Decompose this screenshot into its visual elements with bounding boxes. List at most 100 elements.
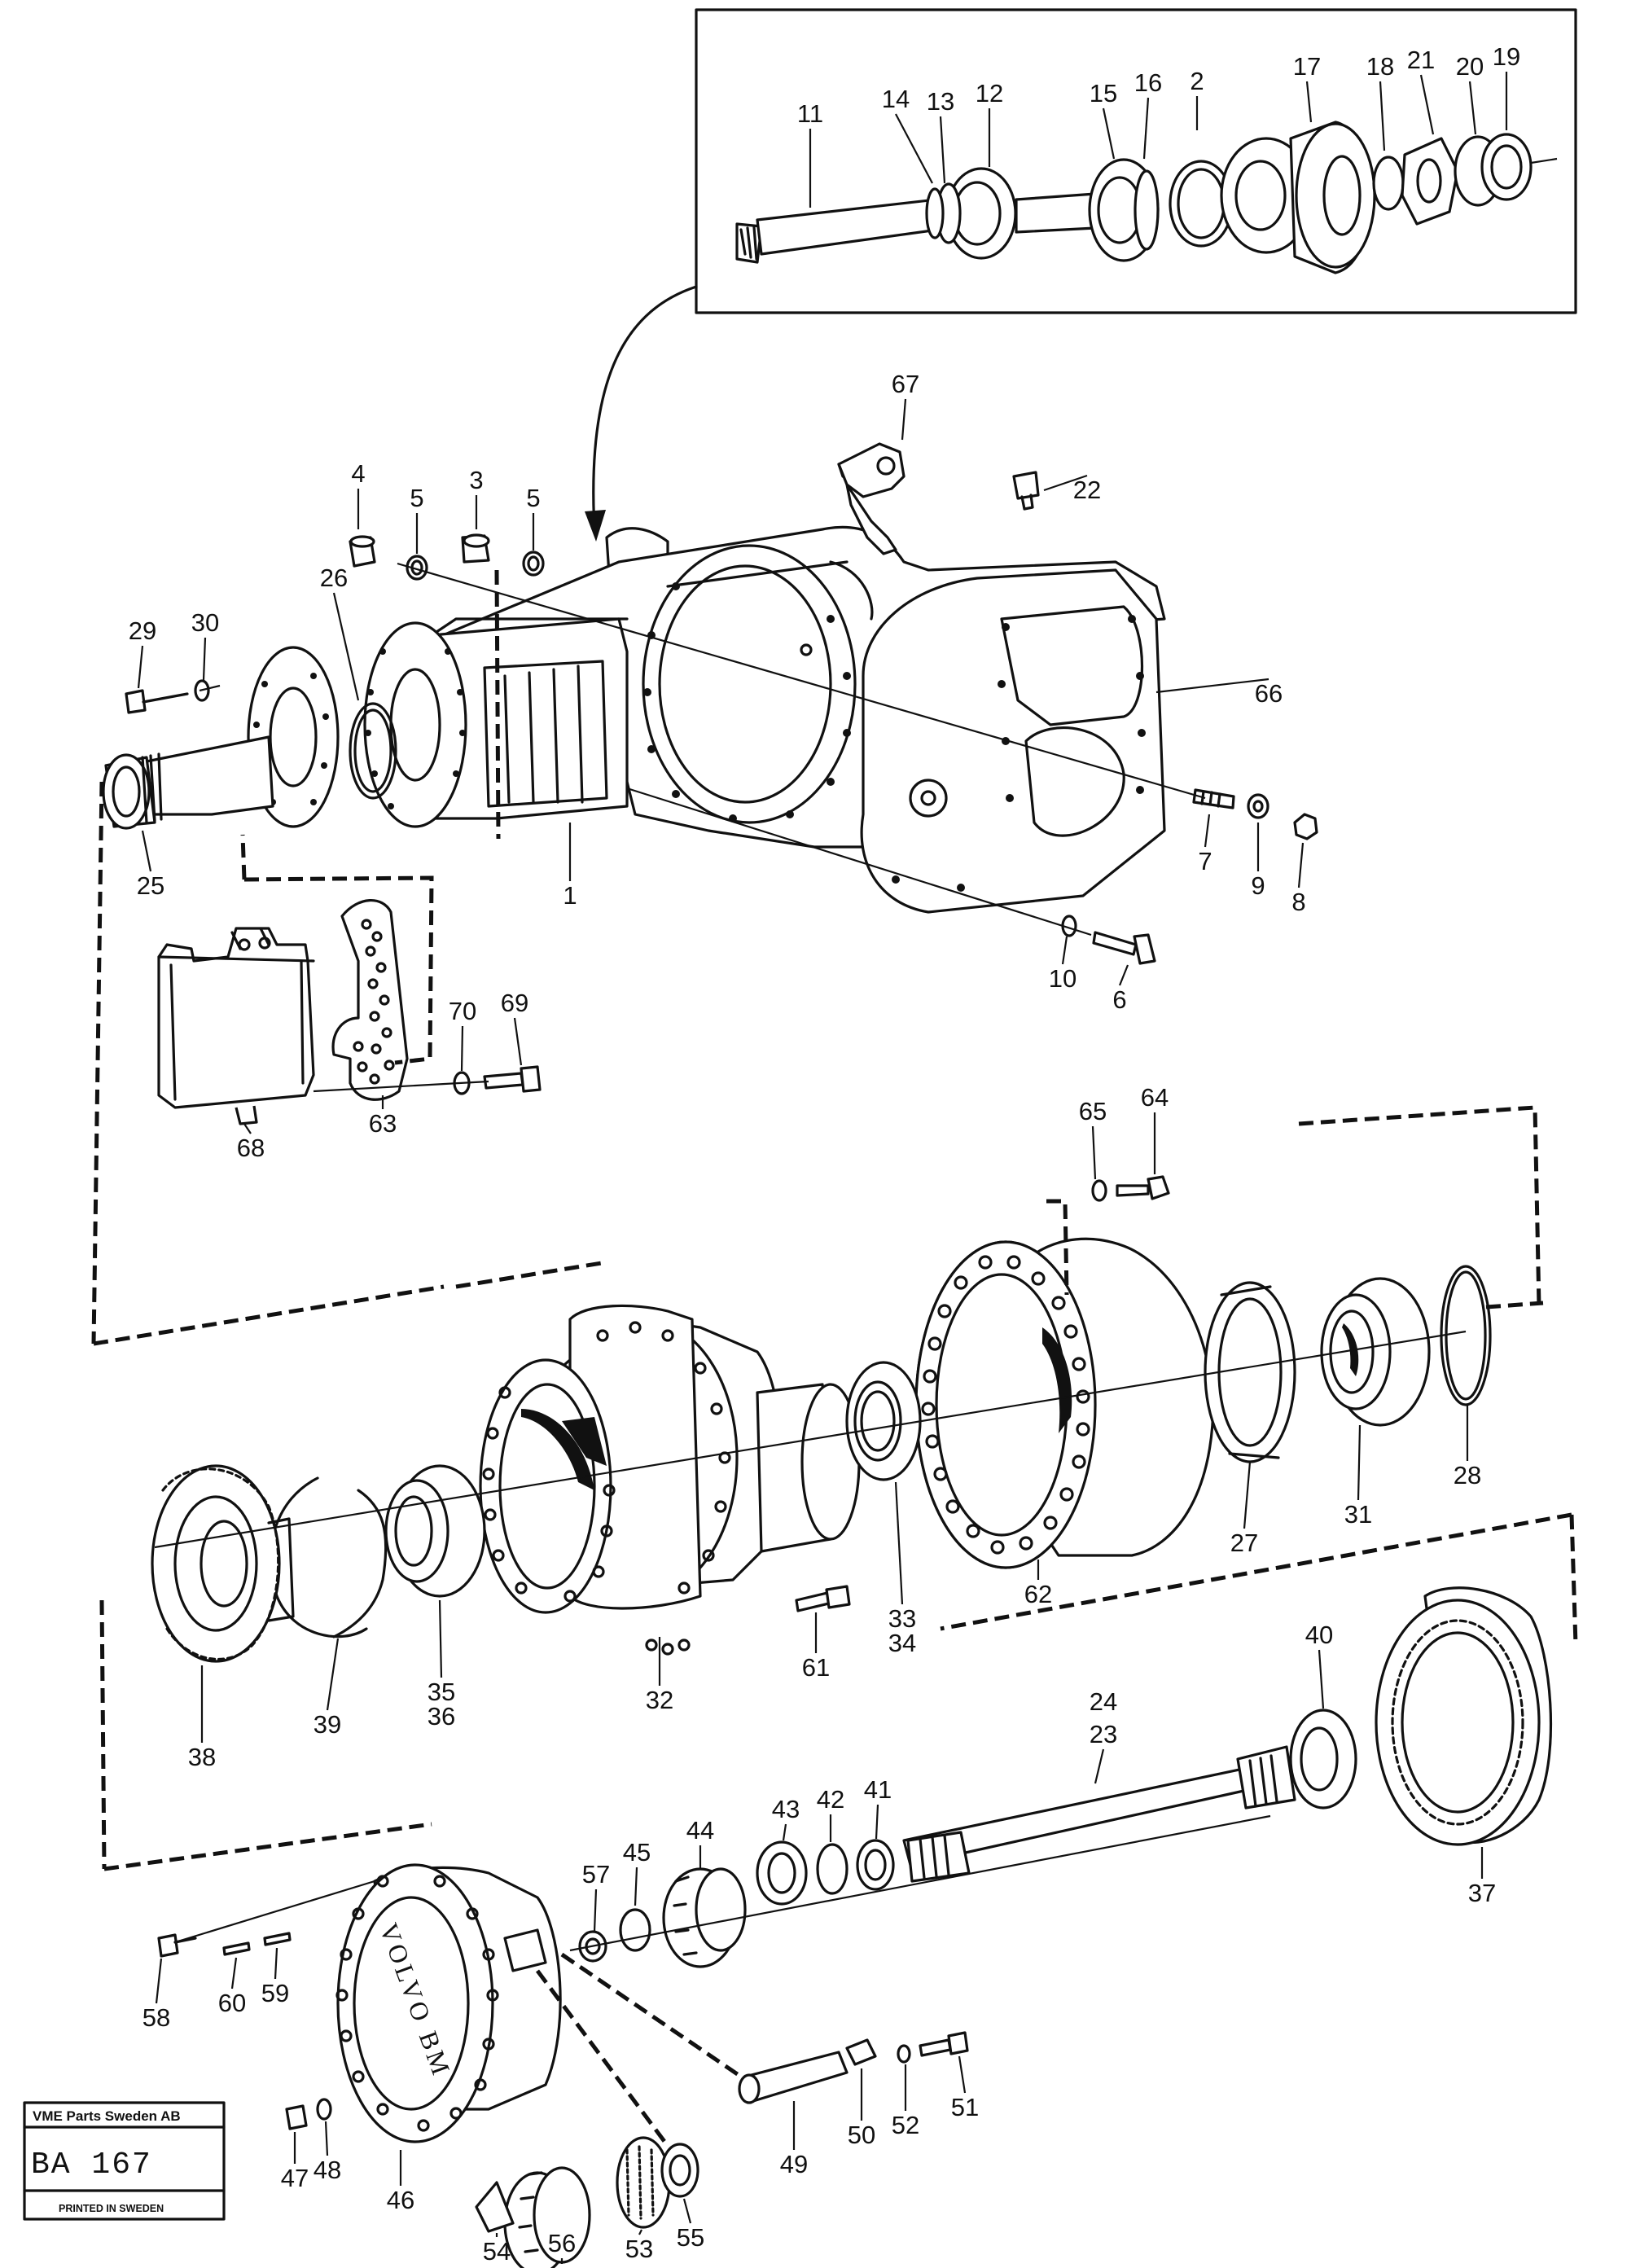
part-label-7: 7 — [1198, 847, 1212, 875]
leader-line-20 — [1468, 81, 1477, 135]
part-label-21: 21 — [1407, 46, 1435, 74]
part-label-5: 5 — [526, 484, 540, 512]
drive-shaft-and-ring-gear — [569, 1586, 1553, 1968]
part-label-2: 2 — [1190, 67, 1204, 95]
part-label-10: 10 — [1049, 964, 1077, 993]
leader-line-43 — [782, 1823, 787, 1841]
leader-line-15 — [1102, 107, 1116, 160]
part-label-29: 29 — [129, 616, 156, 645]
leader-line-66 — [1155, 678, 1269, 694]
leader-line-7 — [1204, 814, 1211, 848]
part-label-59: 59 — [261, 1979, 289, 2007]
part-label-44: 44 — [686, 1816, 714, 1845]
assembly-dash-lines — [91, 569, 1578, 2147]
part-label-27: 27 — [1230, 1529, 1258, 1557]
part-label-5: 5 — [410, 484, 423, 512]
part-label-54: 54 — [483, 2237, 511, 2266]
leader-line-53 — [638, 2229, 642, 2235]
part-label-65: 65 — [1079, 1097, 1107, 1125]
leader-line-35 — [438, 1599, 443, 1678]
leader-line-58 — [155, 1958, 163, 2004]
leader-line-21 — [1419, 74, 1435, 135]
part-label-35: 35 — [428, 1678, 455, 1706]
part-label-25: 25 — [137, 871, 164, 900]
part-label-4: 4 — [351, 459, 365, 488]
leader-line-65 — [1091, 1125, 1097, 1180]
part-label-30: 30 — [191, 608, 219, 637]
brake-bracket — [157, 899, 542, 1125]
part-label-34: 34 — [888, 1629, 916, 1657]
leader-line-16 — [1142, 97, 1150, 160]
leader-line-30 — [202, 637, 207, 681]
part-label-41: 41 — [864, 1775, 892, 1804]
part-label-18: 18 — [1366, 52, 1394, 81]
leader-line-57 — [593, 1889, 598, 1932]
part-label-60: 60 — [218, 1989, 246, 2017]
leader-line-6 — [1118, 964, 1129, 986]
part-label-9: 9 — [1251, 871, 1265, 900]
part-label-57: 57 — [582, 1860, 610, 1889]
leader-line-68 — [243, 1123, 252, 1134]
printed-in: PRINTED IN SWEDEN — [59, 2203, 164, 2214]
leader-line-60 — [230, 1957, 238, 1989]
part-label-39: 39 — [314, 1710, 341, 1739]
part-label-16: 16 — [1134, 68, 1162, 97]
part-label-37: 37 — [1468, 1879, 1496, 1907]
part-label-13: 13 — [927, 87, 954, 116]
part-label-36: 36 — [428, 1702, 455, 1731]
leader-line-69 — [513, 1017, 523, 1066]
part-label-70: 70 — [449, 997, 476, 1025]
part-label-6: 6 — [1112, 985, 1126, 1014]
part-label-11: 11 — [797, 99, 823, 128]
part-label-45: 45 — [623, 1838, 651, 1867]
part-label-43: 43 — [772, 1795, 800, 1823]
part-label-58: 58 — [143, 2003, 170, 2032]
part-label-49: 49 — [780, 2150, 808, 2178]
part-label-53: 53 — [625, 2235, 653, 2263]
part-label-12: 12 — [976, 79, 1003, 107]
inset-detail — [585, 8, 1577, 542]
leader-line-17 — [1305, 81, 1313, 123]
leader-line-48 — [324, 2121, 329, 2156]
part-label-1: 1 — [563, 881, 577, 910]
part-label-32: 32 — [646, 1686, 673, 1714]
part-label-14: 14 — [882, 85, 910, 113]
part-label-62: 62 — [1024, 1580, 1052, 1608]
leader-line-26 — [332, 592, 360, 701]
part-label-61: 61 — [802, 1653, 830, 1682]
part-label-68: 68 — [237, 1134, 265, 1162]
planet-carrier: VOLVO BM — [157, 1863, 969, 2268]
leader-line-10 — [1061, 936, 1068, 965]
part-label-50: 50 — [848, 2121, 875, 2149]
leader-line-39 — [326, 1638, 340, 1711]
part-label-40: 40 — [1305, 1621, 1333, 1649]
part-label-31: 31 — [1344, 1500, 1372, 1529]
part-label-48: 48 — [314, 2156, 341, 2184]
part-label-67: 67 — [892, 370, 919, 398]
company-name: VME Parts Sweden AB — [33, 2108, 181, 2124]
drawing-code: BA 167 — [31, 2147, 152, 2182]
part-label-17: 17 — [1293, 52, 1321, 81]
leader-line-29 — [137, 645, 144, 689]
part-label-55: 55 — [677, 2223, 704, 2252]
part-label-56: 56 — [548, 2229, 576, 2257]
leader-line-8 — [1297, 842, 1305, 888]
part-label-66: 66 — [1255, 679, 1283, 708]
part-label-63: 63 — [369, 1109, 397, 1138]
leader-line-18 — [1379, 81, 1386, 151]
leader-line-67 — [901, 398, 907, 441]
part-label-46: 46 — [387, 2186, 414, 2214]
part-label-8: 8 — [1291, 888, 1305, 916]
part-label-26: 26 — [320, 564, 348, 592]
leader-line-70 — [460, 1025, 464, 1072]
part-label-15: 15 — [1090, 79, 1117, 107]
part-label-69: 69 — [501, 989, 528, 1017]
part-label-64: 64 — [1141, 1083, 1169, 1112]
leader-line-22 — [1043, 474, 1088, 492]
leader-line-40 — [1318, 1649, 1325, 1709]
stub-axle — [102, 646, 397, 830]
part-label-24: 24 — [1090, 1687, 1117, 1716]
leader-line-31 — [1357, 1424, 1362, 1501]
